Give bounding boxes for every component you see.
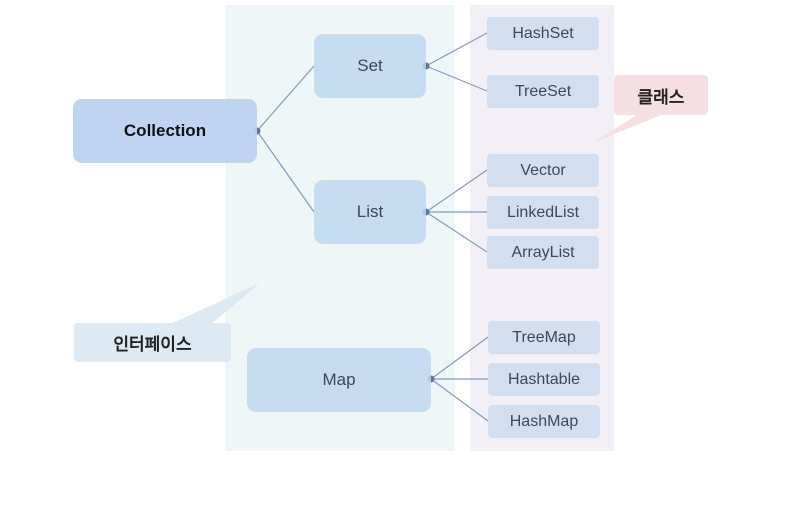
class-callout-label: 클래스	[637, 87, 685, 107]
linkedlist-node: LinkedList	[487, 196, 599, 229]
hashmap-node: HashMap	[488, 405, 600, 438]
hashset-label: HashSet	[512, 24, 574, 42]
set-label: Set	[357, 56, 383, 75]
arraylist-node: ArrayList	[487, 236, 599, 269]
list-node: List	[314, 180, 426, 244]
edge-collection-set	[256, 65, 315, 132]
edge-set-treeset	[425, 65, 488, 92]
list-label: List	[356, 202, 384, 221]
treeset-label: TreeSet	[514, 82, 572, 100]
interface-callout: 인터페이스	[74, 323, 231, 362]
map-label: Map	[322, 370, 356, 389]
vector-label: Vector	[520, 161, 566, 179]
edge-list-vector	[425, 169, 488, 213]
linkedlist-label: LinkedList	[506, 203, 580, 221]
edge-list-arraylist	[425, 211, 488, 253]
class-callout-tail	[592, 113, 666, 143]
interface-callout-label: 인터페이스	[113, 335, 192, 354]
interface-callout-tail	[168, 283, 260, 325]
collection-label: Collection	[123, 121, 207, 140]
map-node: Map	[247, 348, 431, 412]
treemap-node: TreeMap	[488, 321, 600, 354]
collection-node: Collection	[73, 99, 257, 163]
hashset-node: HashSet	[487, 17, 599, 50]
treeset-node: TreeSet	[487, 75, 599, 108]
edge-map-treemap	[430, 336, 489, 380]
hashmap-label: HashMap	[509, 412, 579, 430]
arraylist-label: ArrayList	[511, 243, 575, 261]
edge-set-hashset	[425, 32, 488, 67]
hashtable-node: Hashtable	[488, 363, 600, 396]
treemap-label: TreeMap	[512, 328, 576, 346]
hashtable-label: Hashtable	[507, 370, 581, 388]
edge-map-hashmap	[430, 378, 489, 422]
set-node: Set	[314, 34, 426, 98]
class-callout: 클래스	[614, 75, 708, 115]
vector-node: Vector	[487, 154, 599, 187]
edge-collection-list	[256, 130, 315, 213]
